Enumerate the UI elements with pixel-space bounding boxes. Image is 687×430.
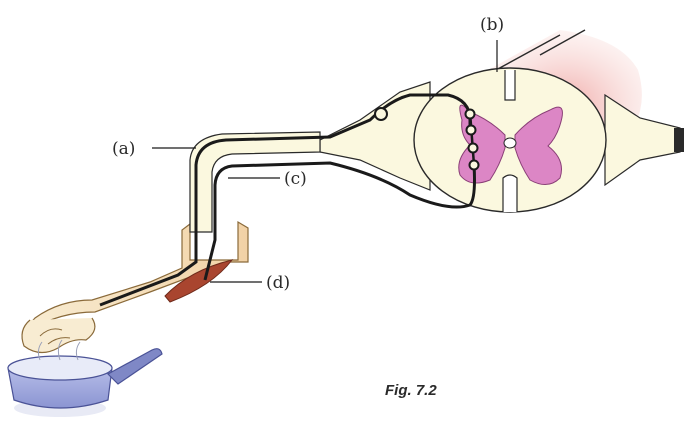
figure-caption: Fig. 7.2 <box>385 382 437 399</box>
ganglion <box>375 108 387 120</box>
label-c: (c) <box>284 169 307 189</box>
label-a: (a) <box>112 139 135 159</box>
label-b: (b) <box>480 15 504 35</box>
label-d: (d) <box>266 273 290 293</box>
bowl-icon <box>8 340 162 417</box>
